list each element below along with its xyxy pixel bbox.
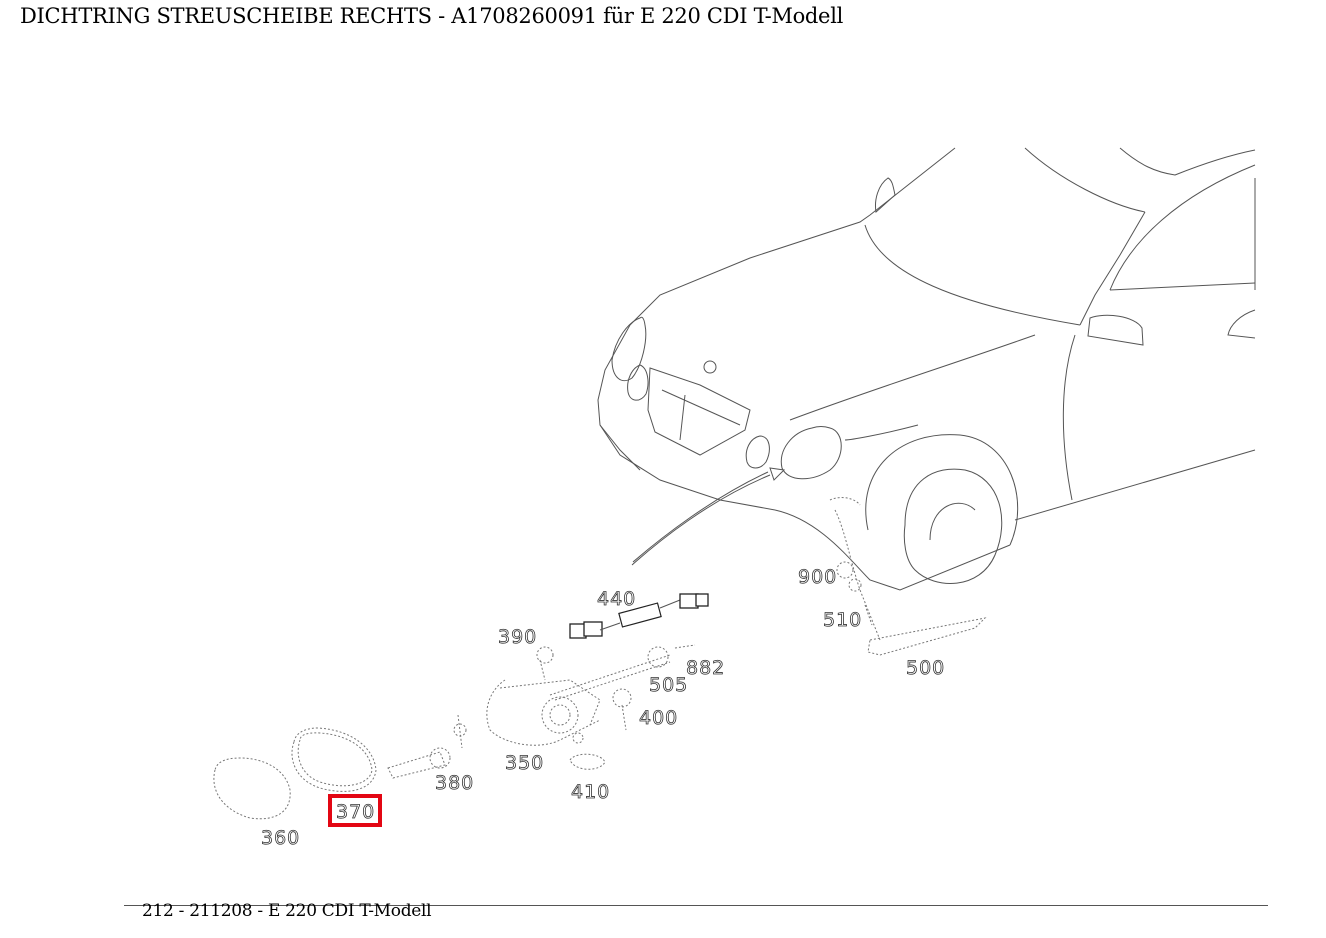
part-label-350[interactable]: 350 bbox=[505, 752, 544, 775]
part-label-500[interactable]: 500 bbox=[906, 657, 945, 680]
part-label-510[interactable]: 510 bbox=[823, 609, 862, 632]
part-labels: 440 390 882 505 400 350 380 410 370 360 … bbox=[261, 566, 945, 850]
headlight-assembly bbox=[213, 497, 987, 820]
footer-text: 212 - 211208 - E 220 CDI T-Modell bbox=[142, 901, 432, 921]
part-label-882[interactable]: 882 bbox=[686, 657, 725, 680]
part-label-440[interactable]: 440 bbox=[597, 588, 636, 611]
part-440-cable bbox=[569, 593, 709, 639]
part-label-380[interactable]: 380 bbox=[435, 772, 474, 795]
part-label-410[interactable]: 410 bbox=[571, 781, 610, 804]
footer-divider bbox=[124, 905, 1268, 906]
part-label-390[interactable]: 390 bbox=[498, 626, 537, 649]
page-title: DICHTRING STREUSCHEIBE RECHTS - A1708260… bbox=[20, 4, 844, 28]
part-label-400[interactable]: 400 bbox=[639, 707, 678, 730]
highlight-box bbox=[328, 794, 382, 827]
pointer-arrow bbox=[631, 467, 786, 566]
part-label-370[interactable]: 370 bbox=[336, 801, 375, 824]
part-label-900[interactable]: 900 bbox=[798, 566, 837, 589]
part-label-505[interactable]: 505 bbox=[649, 674, 688, 697]
part-label-360[interactable]: 360 bbox=[261, 827, 300, 850]
car-outline bbox=[597, 147, 1256, 591]
